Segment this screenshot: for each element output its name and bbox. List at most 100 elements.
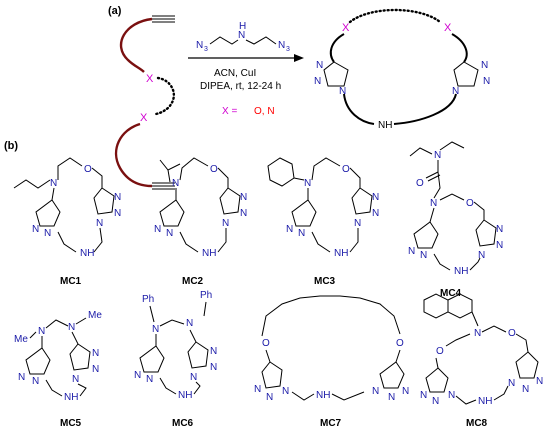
svg-text:N: N xyxy=(172,178,179,189)
svg-text:NH: NH xyxy=(478,396,492,407)
svg-text:3: 3 xyxy=(204,46,208,53)
svg-text:O: O xyxy=(416,178,424,189)
compound-mc3-structure: N O N N N N N NH xyxy=(267,157,379,259)
compound-mc7-structure: O O N N N N N N NH xyxy=(254,295,409,403)
diazide-reagent: N 3 N H N 3 xyxy=(196,21,290,53)
svg-text:Ph: Ph xyxy=(142,294,154,305)
svg-text:N: N xyxy=(254,384,261,395)
compound-mc6-label: MC6 xyxy=(172,418,194,429)
compound-mc1-structure: N O N N N N N NH xyxy=(13,157,121,259)
compound-mc2-label: MC2 xyxy=(182,276,204,287)
svg-text:N: N xyxy=(282,386,289,397)
svg-text:NH: NH xyxy=(316,390,330,401)
x-atom-bottom: X xyxy=(140,112,148,124)
svg-text:N: N xyxy=(18,372,25,383)
svg-text:NH: NH xyxy=(454,266,468,277)
compound-mc6-structure: Ph N Ph N N N N N N NH xyxy=(134,290,217,401)
svg-text:N: N xyxy=(478,250,485,261)
compound-mc4-structure: N O N O N N N N N NH xyxy=(408,141,503,277)
svg-text:O: O xyxy=(396,338,404,349)
svg-text:N: N xyxy=(152,324,159,335)
svg-text:3: 3 xyxy=(286,46,290,53)
svg-text:N: N xyxy=(298,228,305,239)
svg-text:N: N xyxy=(434,150,441,161)
svg-text:N: N xyxy=(266,392,273,403)
svg-text:N: N xyxy=(32,376,39,387)
svg-text:N: N xyxy=(238,30,245,41)
reaction-conditions-line2: DIPEA, rt, 12-24 h xyxy=(200,81,281,92)
svg-text:O: O xyxy=(84,164,92,175)
svg-text:N: N xyxy=(314,76,321,87)
svg-text:NH: NH xyxy=(64,392,78,403)
svg-text:Me: Me xyxy=(14,334,28,345)
svg-text:N: N xyxy=(388,392,395,403)
svg-text:N: N xyxy=(483,76,490,87)
svg-text:NH: NH xyxy=(334,248,348,259)
svg-text:O: O xyxy=(210,164,218,175)
compound-mc8-label: MC8 xyxy=(466,418,488,429)
svg-text:N: N xyxy=(452,86,459,97)
svg-text:N: N xyxy=(304,178,311,189)
svg-text:N: N xyxy=(32,224,39,235)
svg-text:N: N xyxy=(372,386,379,397)
svg-text:N: N xyxy=(408,246,415,257)
svg-text:N: N xyxy=(92,348,99,359)
svg-text:N: N xyxy=(240,192,247,203)
svg-text:N: N xyxy=(474,328,481,339)
panel-b-label: (b) xyxy=(4,140,18,152)
svg-text:N: N xyxy=(146,374,153,385)
svg-text:O, N: O, N xyxy=(254,106,275,117)
svg-text:N: N xyxy=(496,224,503,235)
svg-text:N: N xyxy=(72,374,79,385)
svg-text:N: N xyxy=(402,386,409,397)
reaction-arrow xyxy=(188,54,304,62)
svg-text:N: N xyxy=(154,224,161,235)
svg-text:N: N xyxy=(420,250,427,261)
svg-text:N: N xyxy=(190,372,197,383)
svg-text:N: N xyxy=(430,198,437,209)
compound-mc5-label: MC5 xyxy=(60,418,82,429)
svg-text:NH: NH xyxy=(80,248,94,259)
svg-text:O: O xyxy=(342,164,350,175)
svg-text:O: O xyxy=(262,338,270,349)
panel-a-label: (a) xyxy=(108,5,122,17)
svg-text:N: N xyxy=(96,218,103,229)
product-x-left: X xyxy=(342,22,350,34)
product-x-right: X xyxy=(444,22,452,34)
svg-text:N: N xyxy=(210,346,217,357)
svg-text:N: N xyxy=(339,86,346,97)
x-atom-top: X xyxy=(146,73,154,85)
compound-mc7-label: MC7 xyxy=(320,418,342,429)
svg-text:N: N xyxy=(496,240,503,251)
svg-text:N: N xyxy=(114,208,121,219)
bis-alkyne-reactant: X X xyxy=(114,15,175,190)
svg-text:X =: X = xyxy=(222,106,237,117)
svg-text:N: N xyxy=(354,218,361,229)
svg-text:N: N xyxy=(508,378,515,389)
svg-text:N: N xyxy=(50,178,57,189)
svg-text:O: O xyxy=(466,198,474,209)
svg-text:N: N xyxy=(38,326,45,337)
svg-text:Ph: Ph xyxy=(200,290,212,301)
svg-text:N: N xyxy=(448,390,455,401)
svg-text:N: N xyxy=(68,322,75,333)
compound-mc1-label: MC1 xyxy=(60,276,82,287)
svg-text:N: N xyxy=(420,390,427,401)
svg-text:N: N xyxy=(210,362,217,373)
svg-text:O: O xyxy=(436,346,444,357)
compound-mc8-structure: N O O N N N N N N NH xyxy=(420,293,543,407)
svg-text:N: N xyxy=(372,208,379,219)
svg-text:N: N xyxy=(432,396,439,407)
svg-text:N: N xyxy=(286,224,293,235)
svg-text:N: N xyxy=(134,370,141,381)
svg-text:N: N xyxy=(316,60,323,71)
svg-text:N: N xyxy=(240,208,247,219)
svg-text:N: N xyxy=(372,192,379,203)
svg-text:N: N xyxy=(196,40,203,51)
compound-mc4-label: MC4 xyxy=(440,288,462,299)
svg-text:N: N xyxy=(522,384,529,395)
x-legend: X = O, N xyxy=(222,106,275,117)
compound-mc2-structure: N O N N N N N NH xyxy=(154,157,247,259)
svg-text:N: N xyxy=(481,60,488,71)
